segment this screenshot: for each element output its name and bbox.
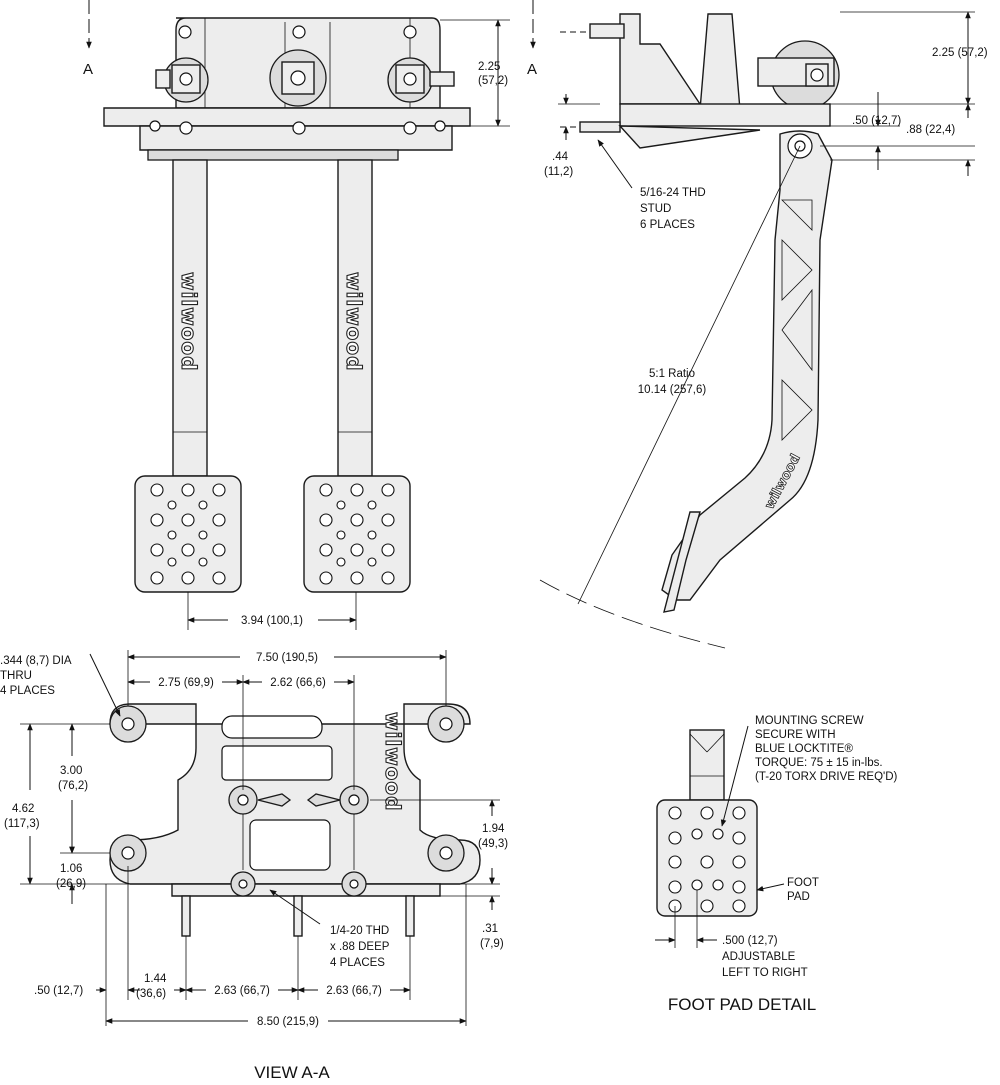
view-title: VIEW A-A [254, 1063, 330, 1082]
dim-width-total: 8.50 (215,9) [257, 1016, 319, 1028]
thru-hole [439, 846, 453, 860]
mount-hole [178, 25, 192, 39]
reservoir-mount [699, 13, 741, 111]
stud [181, 895, 191, 937]
pivot-shaft [147, 149, 399, 161]
foot-pad-side [663, 511, 701, 613]
detail-title: FOOT PAD DETAIL [668, 995, 816, 1014]
dim-stud-offset: .44(11,2) [544, 151, 573, 178]
base-rail [171, 883, 441, 897]
section-label-right: A [527, 61, 537, 78]
adjuster-knob [429, 71, 455, 87]
ratio-length: 10.14 (257,6) [638, 384, 707, 396]
dim-edge-left: .50 (12,7) [34, 985, 83, 997]
dim-height-low: 1.06(26,9) [56, 863, 86, 890]
dim-offset-a: .50 (12,7) [852, 115, 901, 127]
pedal-arm-right [337, 159, 373, 477]
section-label-left: A [83, 61, 93, 78]
dim-stud-spacing-2: 2.63 (66,7) [326, 985, 382, 997]
dim-width-outer: 7.50 (190,5) [256, 652, 318, 664]
dim-stud-length: .31(7,9) [480, 923, 504, 950]
side-view: wilwood 5:1 Ratio 10.14 (257,6) 2.25 (57… [539, 11, 988, 649]
dim-stud-from-edge: 1.44(36,6) [136, 973, 167, 1000]
dim-height-total: 4.62(117,3) [4, 803, 40, 830]
mount-hole [292, 25, 306, 39]
dim-pad-spacing: 3.94 (100,1) [241, 615, 303, 627]
dim-spacing-left: 2.75 (69,9) [158, 677, 214, 689]
clevis-nut [395, 64, 425, 94]
detail-arm [689, 729, 725, 801]
dim-offset-b: .88 (22,4) [906, 124, 955, 136]
front-view: A A w [83, 0, 537, 630]
pedal-arm-left [172, 159, 208, 477]
foot-pad-right [303, 475, 411, 593]
ratio-label: 5:1 Ratio [649, 368, 695, 380]
brand-logo: wilwood [342, 272, 366, 371]
dim-pivot-height: 1.94(49,3) [478, 823, 508, 850]
thru-hole [439, 717, 453, 731]
foot-pad-left [134, 475, 242, 593]
mount-hole [403, 25, 417, 39]
dim-stud-spacing-1: 2.63 (66,7) [214, 985, 270, 997]
dim-spacing-right: 2.62 (66,6) [270, 677, 326, 689]
brand-logo-base: wilwood [381, 712, 405, 811]
stud [293, 895, 303, 937]
dim-front-height: 2.25(57,2) [478, 61, 508, 87]
pedal-arm-side [661, 130, 833, 601]
side-base-plate [619, 103, 831, 127]
brand-logo: wilwood [177, 272, 201, 371]
clevis-nut [171, 64, 201, 94]
dim-height-inner: 3.00(76,2) [58, 765, 88, 792]
stud [405, 895, 415, 937]
dim-side-height: 2.25 (57,2) [932, 47, 988, 59]
bracket-upright [619, 13, 702, 105]
thru-hole [121, 846, 135, 860]
thru-hole [121, 717, 135, 731]
